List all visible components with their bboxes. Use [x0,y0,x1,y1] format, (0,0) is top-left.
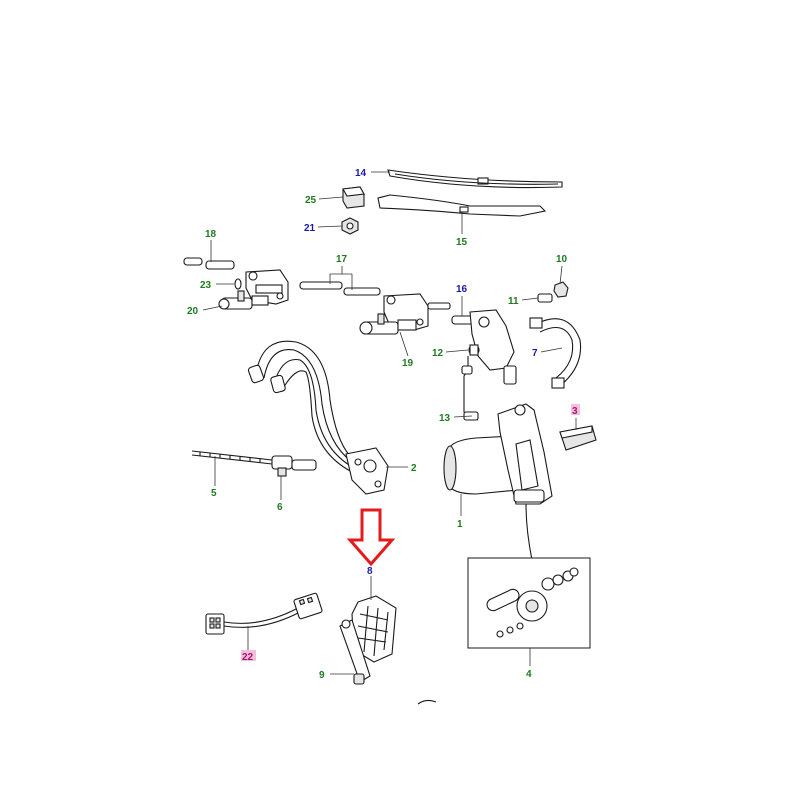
callout-10[interactable]: 10 [556,254,568,265]
center-wheelbox[interactable] [383,293,451,331]
callout-6[interactable]: 6 [277,502,283,513]
callout-3[interactable]: 3 [572,406,578,417]
callout-4[interactable]: 4 [526,669,532,680]
callout-11[interactable]: 11 [508,296,519,307]
motor-clamp-pad[interactable] [559,425,597,451]
wiper-arm[interactable] [377,194,547,217]
spindle-washer[interactable] [234,278,242,290]
callout-14[interactable]: 14 [355,168,367,179]
callout-16[interactable]: 16 [456,284,468,295]
wiper-blade[interactable] [387,169,563,189]
callout-13[interactable]: 13 [439,413,451,424]
wiring-loom[interactable] [247,340,357,475]
callout-23[interactable]: 23 [200,280,212,291]
callout-2[interactable]: 2 [411,463,417,474]
callout-18[interactable]: 18 [205,229,217,240]
grommet-clip[interactable] [468,344,480,356]
strap-bolt[interactable] [537,281,569,303]
spindle-nut[interactable] [341,217,359,235]
callout-labels: 14 25 21 15 18 23 20 17 19 16 12 10 11 7… [187,168,580,681]
bulkhead-grommet[interactable] [345,447,389,495]
left-spindle[interactable] [218,290,269,310]
callout-7[interactable]: 7 [532,348,538,359]
callout-20[interactable]: 20 [187,306,199,317]
rack-tube-long[interactable] [299,281,381,296]
callout-5[interactable]: 5 [211,488,217,499]
gear-kit-box[interactable] [467,557,591,649]
wiper-motor[interactable] [443,403,553,561]
callout-22[interactable]: 22 [242,652,254,663]
rack-tube-short[interactable] [183,257,235,270]
connector-lead[interactable] [205,592,323,635]
callout-9[interactable]: 9 [319,670,325,681]
leader-lines [202,171,577,675]
switch-lever[interactable] [339,619,371,685]
arm-spacer[interactable] [342,186,365,209]
callout-15[interactable]: 15 [456,237,468,248]
partial-shape [417,699,437,705]
callout-8[interactable]: 8 [367,566,373,577]
motor-lead[interactable] [461,356,479,421]
mounting-strap[interactable] [529,317,582,389]
center-spindle[interactable] [359,313,417,335]
callout-12[interactable]: 12 [432,348,444,359]
arrow-down-icon [346,508,396,567]
callout-17[interactable]: 17 [336,254,348,265]
callout-25[interactable]: 25 [305,195,317,206]
drive-rack-cable[interactable] [191,450,273,465]
callout-21[interactable]: 21 [304,223,316,234]
callout-19[interactable]: 19 [402,358,414,369]
gearbox-cover[interactable] [451,309,517,385]
callout-1[interactable]: 1 [457,519,463,530]
rack-connector[interactable] [271,455,317,477]
